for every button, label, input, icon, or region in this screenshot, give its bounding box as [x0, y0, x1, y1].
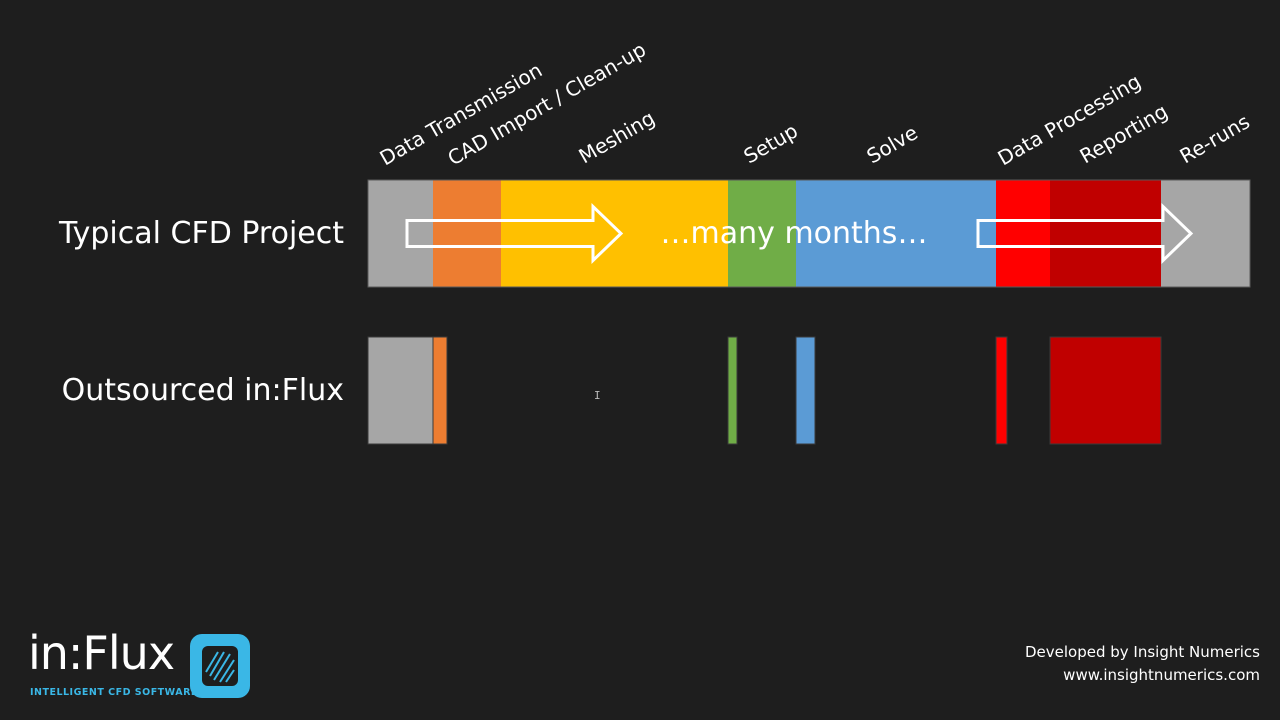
- arrow-left-icon: [405, 202, 624, 265]
- bar-typical-meshing: [501, 180, 728, 287]
- row-label-outsourced: Outsourced in:Flux: [61, 373, 344, 408]
- bar-typical-setup: [728, 180, 796, 287]
- text-cursor-icon: I: [594, 389, 601, 402]
- row-label-typical: Typical CFD Project: [58, 216, 344, 251]
- logo-tagline: INTELLIGENT CFD SOFTWARE: [30, 687, 198, 698]
- bar-typical-data-processing: [996, 180, 1050, 287]
- bar-outsourced-data-processing: [995, 336, 1008, 445]
- footer-developer: Developed by Insight Numerics: [1025, 643, 1260, 661]
- bar-outsourced-data-transmission: [367, 336, 434, 445]
- bar-typical-cad-import-clean-up: [433, 180, 501, 287]
- footer-website: www.insightnumerics.com: [1063, 666, 1260, 684]
- stage-label-solve: Solve: [863, 120, 922, 168]
- influx-logo: in:Flux INTELLIGENT CFD SOFTWARE: [28, 626, 254, 704]
- arrow-right-icon: [976, 202, 1194, 265]
- bar-typical-data-transmission: [368, 180, 433, 287]
- logo-badge-icon: [190, 634, 250, 698]
- bar-typical-reporting: [1050, 180, 1161, 287]
- stage-label-meshing: Meshing: [575, 106, 659, 169]
- bar-outsourced-setup: [727, 336, 738, 445]
- stage-label-setup: Setup: [740, 118, 802, 168]
- annotation-many-months: …many months…: [661, 216, 928, 251]
- bar-outsourced-reporting: [1049, 336, 1162, 445]
- typical-row-outline: [367, 179, 1251, 288]
- bar-typical-solve: [796, 180, 996, 287]
- logo-wordmark: in:Flux: [28, 626, 175, 680]
- stage-label-re-runs: Re-runs: [1176, 109, 1254, 168]
- bar-typical-re-runs: [1161, 180, 1250, 287]
- bar-outsourced-cad-import-clean-up: [432, 336, 448, 445]
- bar-outsourced-solve: [795, 336, 816, 445]
